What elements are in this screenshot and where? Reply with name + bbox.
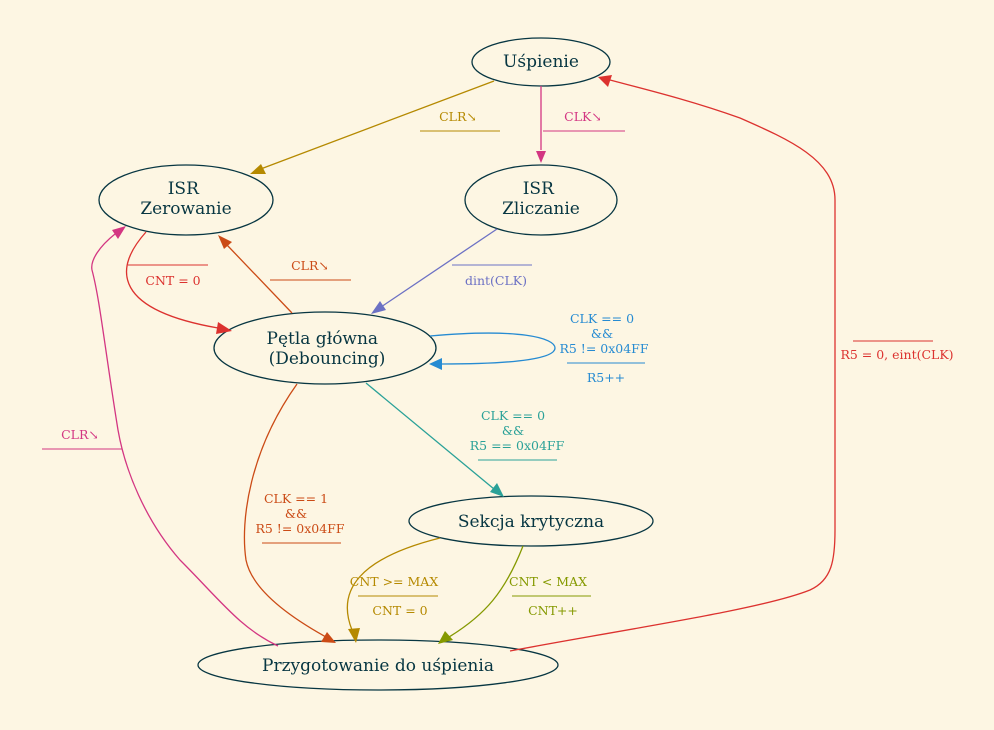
node-prep-sleep: Przygotowanie do uśpienia: [197, 639, 559, 691]
edge-main-to-prep-label: CLK == 1 && R5 != 0x04FF: [255, 491, 344, 536]
edge-critical-to-prep-less-label: CNT < MAX CNT++: [509, 574, 591, 618]
edge-main-to-reset: CLR↘: [218, 235, 351, 314]
edge-count-to-main-label: dint(CLK): [465, 273, 527, 288]
node-sleep-label: Uśpienie: [503, 52, 579, 72]
edge-sleep-to-count-label: CLK↘: [564, 109, 602, 124]
node-isr-count-label: ISR Zliczanie: [502, 179, 580, 219]
edge-prep-to-sleep-label: R5 = 0, eint(CLK): [840, 347, 953, 362]
node-isr-count: ISR Zliczanie: [464, 164, 618, 236]
edge-main-to-reset-label: CLR↘: [291, 258, 329, 273]
edge-critical-to-prep-max: CNT >= MAX CNT = 0: [346, 537, 442, 643]
node-isr-reset-label: ISR Zerowanie: [140, 179, 231, 219]
node-prep-sleep-label: Przygotowanie do uśpienia: [262, 656, 494, 676]
edge-reset-to-main: CNT = 0: [125, 231, 232, 334]
edge-critical-to-prep-less: CNT < MAX CNT++: [438, 545, 591, 644]
edge-main-self: CLK == 0 && R5 != 0x04FF R5++: [429, 311, 652, 385]
edge-sleep-to-reset: CLR↘: [250, 80, 500, 174]
edge-main-self-label: CLK == 0 && R5 != 0x04FF R5++: [559, 311, 652, 385]
node-critical-label: Sekcja krytyczna: [458, 512, 604, 532]
edge-critical-to-prep-max-label: CNT >= MAX CNT = 0: [350, 574, 442, 618]
edge-main-to-critical: CLK == 0 && R5 == 0x04FF: [365, 382, 565, 497]
edge-prep-to-reset: CLR↘: [42, 226, 279, 647]
edge-count-to-main: dint(CLK): [371, 228, 532, 314]
edge-reset-to-main-label: CNT = 0: [145, 273, 200, 288]
node-main-loop: Pętla główna (Debouncing): [213, 311, 437, 385]
node-sleep: Uśpienie: [471, 37, 611, 87]
edge-main-to-prep: CLK == 1 && R5 != 0x04FF: [243, 383, 345, 643]
node-critical: Sekcja krytyczna: [408, 495, 654, 547]
edge-main-to-critical-label: CLK == 0 && R5 == 0x04FF: [470, 408, 565, 453]
edge-prep-to-reset-label: CLR↘: [61, 427, 99, 442]
node-main-loop-label: Pętla główna (Debouncing): [267, 329, 386, 369]
edge-sleep-to-reset-label: CLR↘: [439, 109, 477, 124]
node-isr-reset: ISR Zerowanie: [98, 164, 274, 236]
edge-sleep-to-count: CLK↘: [536, 86, 625, 163]
edge-prep-to-sleep: R5 = 0, eint(CLK): [509, 75, 954, 652]
